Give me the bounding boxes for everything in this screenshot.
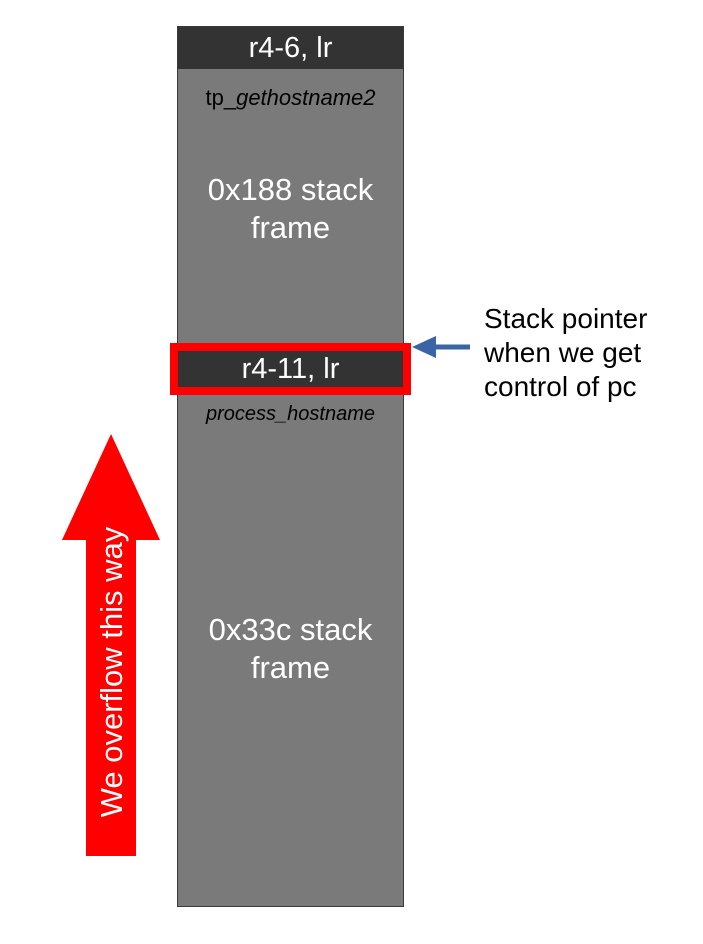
stack-column: r4-6, lr tp_gethostname2 0x188 stack fra… [170,26,411,907]
stack-frame-size-top: 0x188 stack frame [207,172,374,245]
saved-registers-highlighted: r4-11, lr [170,343,411,395]
saved-registers-top: r4-6, lr [178,27,403,69]
function-label-top: tp_gethostname2 [178,85,403,111]
function-prefix: tp_ [205,85,237,110]
stack-frame-size-bottom: 0x33c stack frame [208,612,373,685]
stack-pointer-note: Stack pointer when we get control of pc [484,303,648,402]
saved-registers-top-label: r4-6, lr [248,31,333,64]
function-name-top: gethostname2 [236,85,376,110]
stack-pointer-arrow-icon [412,336,470,358]
function-label-bottom: process_hostname [206,403,375,425]
overflow-direction-arrow-icon [62,434,160,856]
saved-registers-highlighted-label: r4-11, lr [241,352,340,385]
overflow-direction-label: We overflow this way [94,526,129,818]
